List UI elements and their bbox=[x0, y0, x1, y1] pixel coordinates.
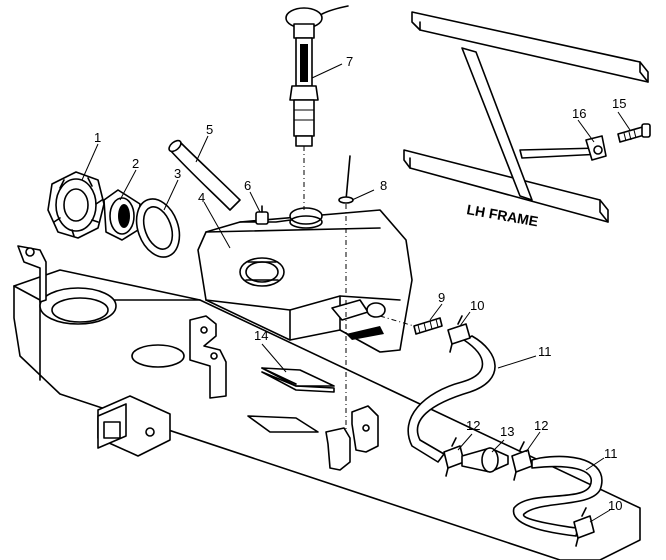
callout-9: 9 bbox=[438, 290, 445, 305]
part-8-pin bbox=[338, 155, 354, 204]
part-14-pad bbox=[261, 367, 335, 393]
callout-8: 8 bbox=[380, 178, 387, 193]
callout-2: 2 bbox=[132, 156, 139, 171]
callout-16: 16 bbox=[572, 106, 586, 121]
callout-10-lower: 10 bbox=[608, 498, 622, 513]
callout-11-lower: 11 bbox=[604, 446, 618, 461]
part-15-bolt bbox=[617, 123, 651, 143]
part-16-clip bbox=[585, 135, 607, 161]
callout-10: 10 bbox=[470, 298, 484, 313]
callout-7: 7 bbox=[346, 54, 353, 69]
callout-15: 15 bbox=[612, 96, 626, 111]
callout-6: 6 bbox=[244, 178, 251, 193]
callout-12: 12 bbox=[466, 418, 480, 433]
fuel-tank bbox=[197, 207, 413, 353]
callout-4: 4 bbox=[198, 190, 205, 205]
part-2-filler-adapter bbox=[103, 189, 141, 241]
callout-1: 1 bbox=[94, 130, 101, 145]
assembly-centerlines bbox=[303, 146, 415, 430]
part-1-fuel-cap bbox=[47, 171, 105, 239]
callout-12-right: 12 bbox=[534, 418, 548, 433]
part-5-vent-hose bbox=[168, 139, 241, 211]
callout-labels: 1 2 3 4 5 6 7 8 9 10 11 12 13 14 15 16 1… bbox=[94, 54, 626, 513]
callout-11: 11 bbox=[538, 344, 552, 359]
callout-14: 14 bbox=[254, 328, 268, 343]
part-7-fuel-gauge bbox=[285, 5, 349, 147]
part-9-bolt bbox=[413, 317, 443, 335]
part-6-vent-fitting bbox=[255, 205, 269, 225]
callout-3: 3 bbox=[174, 166, 181, 181]
callout-5: 5 bbox=[206, 122, 213, 137]
leader-lines bbox=[81, 63, 631, 523]
part-3-gasket bbox=[135, 198, 181, 258]
main-frame bbox=[13, 245, 641, 560]
fuel-line-assembly bbox=[407, 315, 603, 547]
callout-13: 13 bbox=[500, 424, 514, 439]
lh-frame: LH FRAME bbox=[403, 11, 649, 230]
lh-frame-label: LH FRAME bbox=[465, 201, 539, 229]
